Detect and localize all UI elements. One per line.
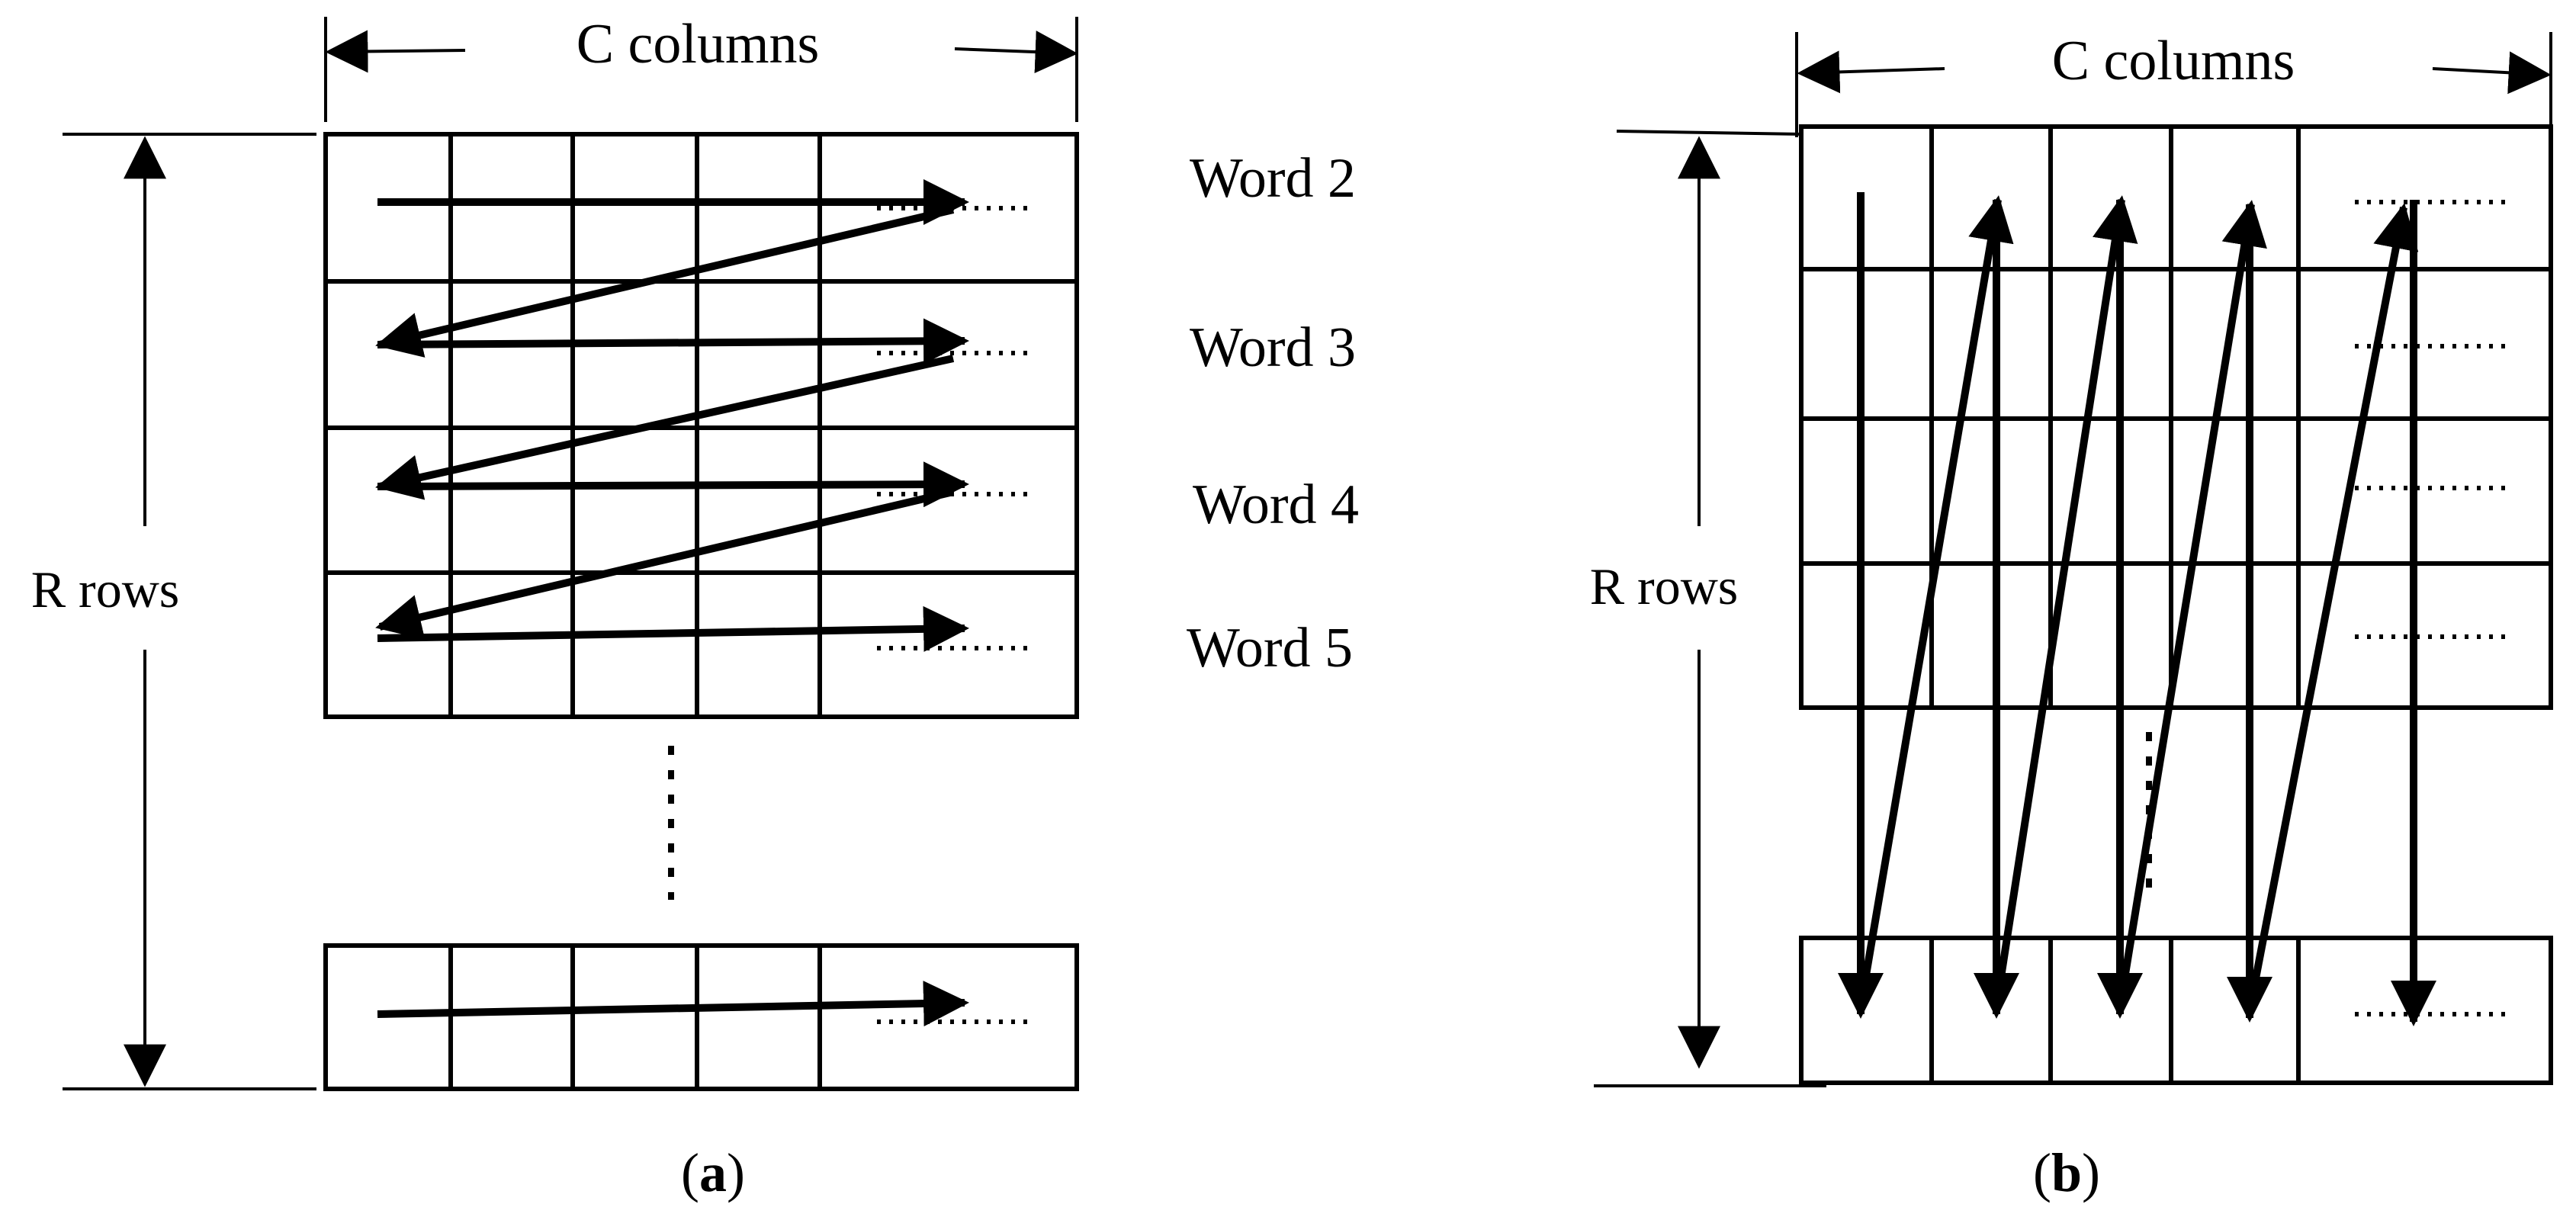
caption-a: (a) [681, 1142, 745, 1203]
columns-dimension-b: C columns [1795, 30, 2552, 137]
matrix-grid-a [323, 132, 1079, 719]
panel-a: C columns R rows [31, 13, 1359, 1203]
columns-label-a: C columns [577, 13, 820, 75]
word-labels-a: Word 2 Word 3 Word 4 Word 5 [1187, 147, 1359, 679]
row-continuation-dots-b [2355, 200, 2509, 1016]
last-row-a [323, 943, 1079, 1091]
panel-b: C columns R rows [1590, 30, 2553, 1203]
word-label-4: Word 4 [1193, 474, 1359, 536]
last-row-b [1799, 936, 2553, 1085]
rows-label-a: R rows [31, 560, 180, 618]
matrix-grid-b [1799, 124, 2553, 710]
word-label-5: Word 5 [1187, 617, 1353, 679]
rows-label-b: R rows [1590, 557, 1739, 615]
rows-dimension-a: R rows [31, 133, 316, 1090]
read-path-b [1838, 192, 2436, 1026]
write-path-a [375, 179, 969, 1027]
columns-dimension-a: C columns [324, 13, 1078, 122]
columns-label-b: C columns [2052, 30, 2295, 92]
row-continuation-dots-a [877, 206, 1029, 1024]
caption-b: (b) [2033, 1142, 2100, 1203]
word-label-2: Word 2 [1190, 147, 1356, 210]
word-label-3: Word 3 [1190, 316, 1356, 379]
rows-dimension-b: R rows [1590, 130, 1826, 1087]
